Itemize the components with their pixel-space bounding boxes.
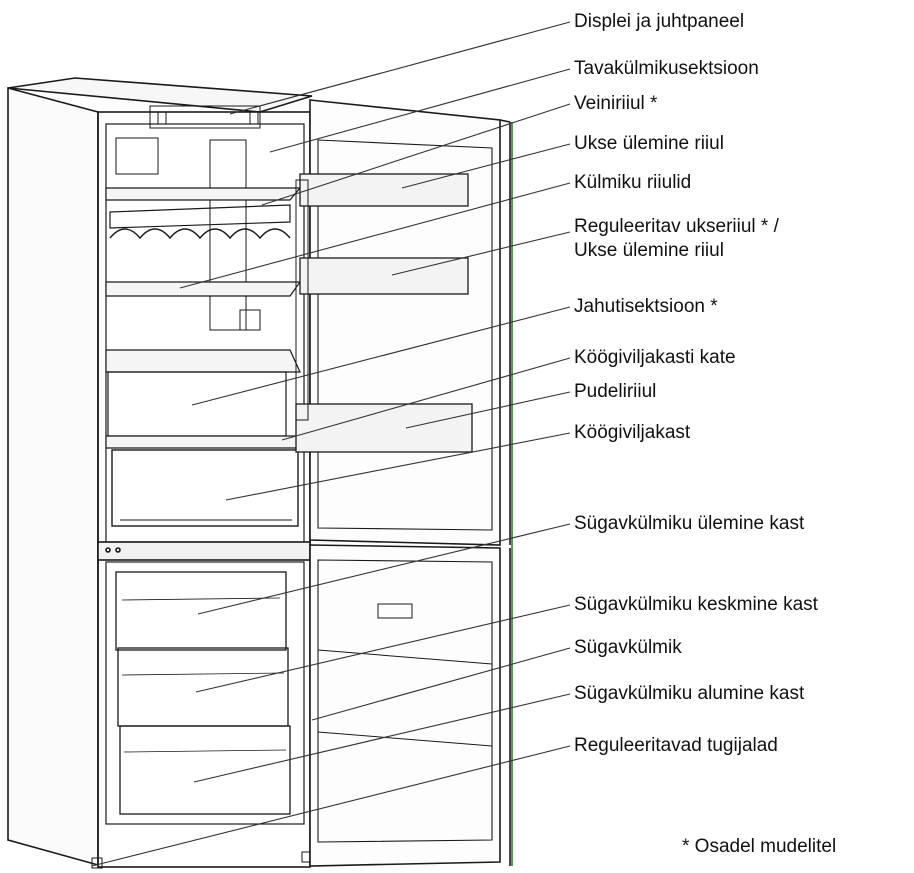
- label-crisper-cover: Köögiviljakasti kate: [574, 347, 736, 369]
- label-adjustable-door-shelf: Reguleeritav ukseriiul * /: [574, 216, 779, 238]
- label-fridge-section: Tavakülmikusektsioon: [574, 58, 759, 80]
- fridge-door: [296, 100, 510, 545]
- label-adjustable-door-shelf-line2: Ukse ülemine riiul: [574, 240, 724, 262]
- label-door-top-shelf: Ukse ülemine riiul: [574, 133, 724, 155]
- freezer-door: [310, 545, 510, 866]
- leader-line-display: [230, 22, 570, 114]
- label-freezer: Sügavkülmik: [574, 637, 682, 659]
- refrigerator-body: [8, 78, 312, 868]
- label-fridge-shelves: Külmiku riiulid: [574, 172, 691, 194]
- label-display-control-panel: Displei ja juhtpaneel: [574, 11, 744, 33]
- label-freezer-top-drawer: Sügavkülmiku ülemine kast: [574, 513, 804, 535]
- label-wine-rack: Veiniriiul *: [574, 93, 657, 115]
- label-bottle-shelf: Pudeliriiul: [574, 381, 656, 403]
- label-freezer-bottom-drawer: Sügavkülmiku alumine kast: [574, 683, 804, 705]
- footnote: * Osadel mudelitel: [682, 836, 836, 858]
- label-adjustable-feet: Reguleeritavad tugijalad: [574, 735, 778, 757]
- label-freezer-middle-drawer: Sügavkülmiku keskmine kast: [574, 594, 818, 616]
- label-crisper: Köögiviljakast: [574, 422, 690, 444]
- label-chiller-section: Jahutisektsioon *: [574, 296, 718, 318]
